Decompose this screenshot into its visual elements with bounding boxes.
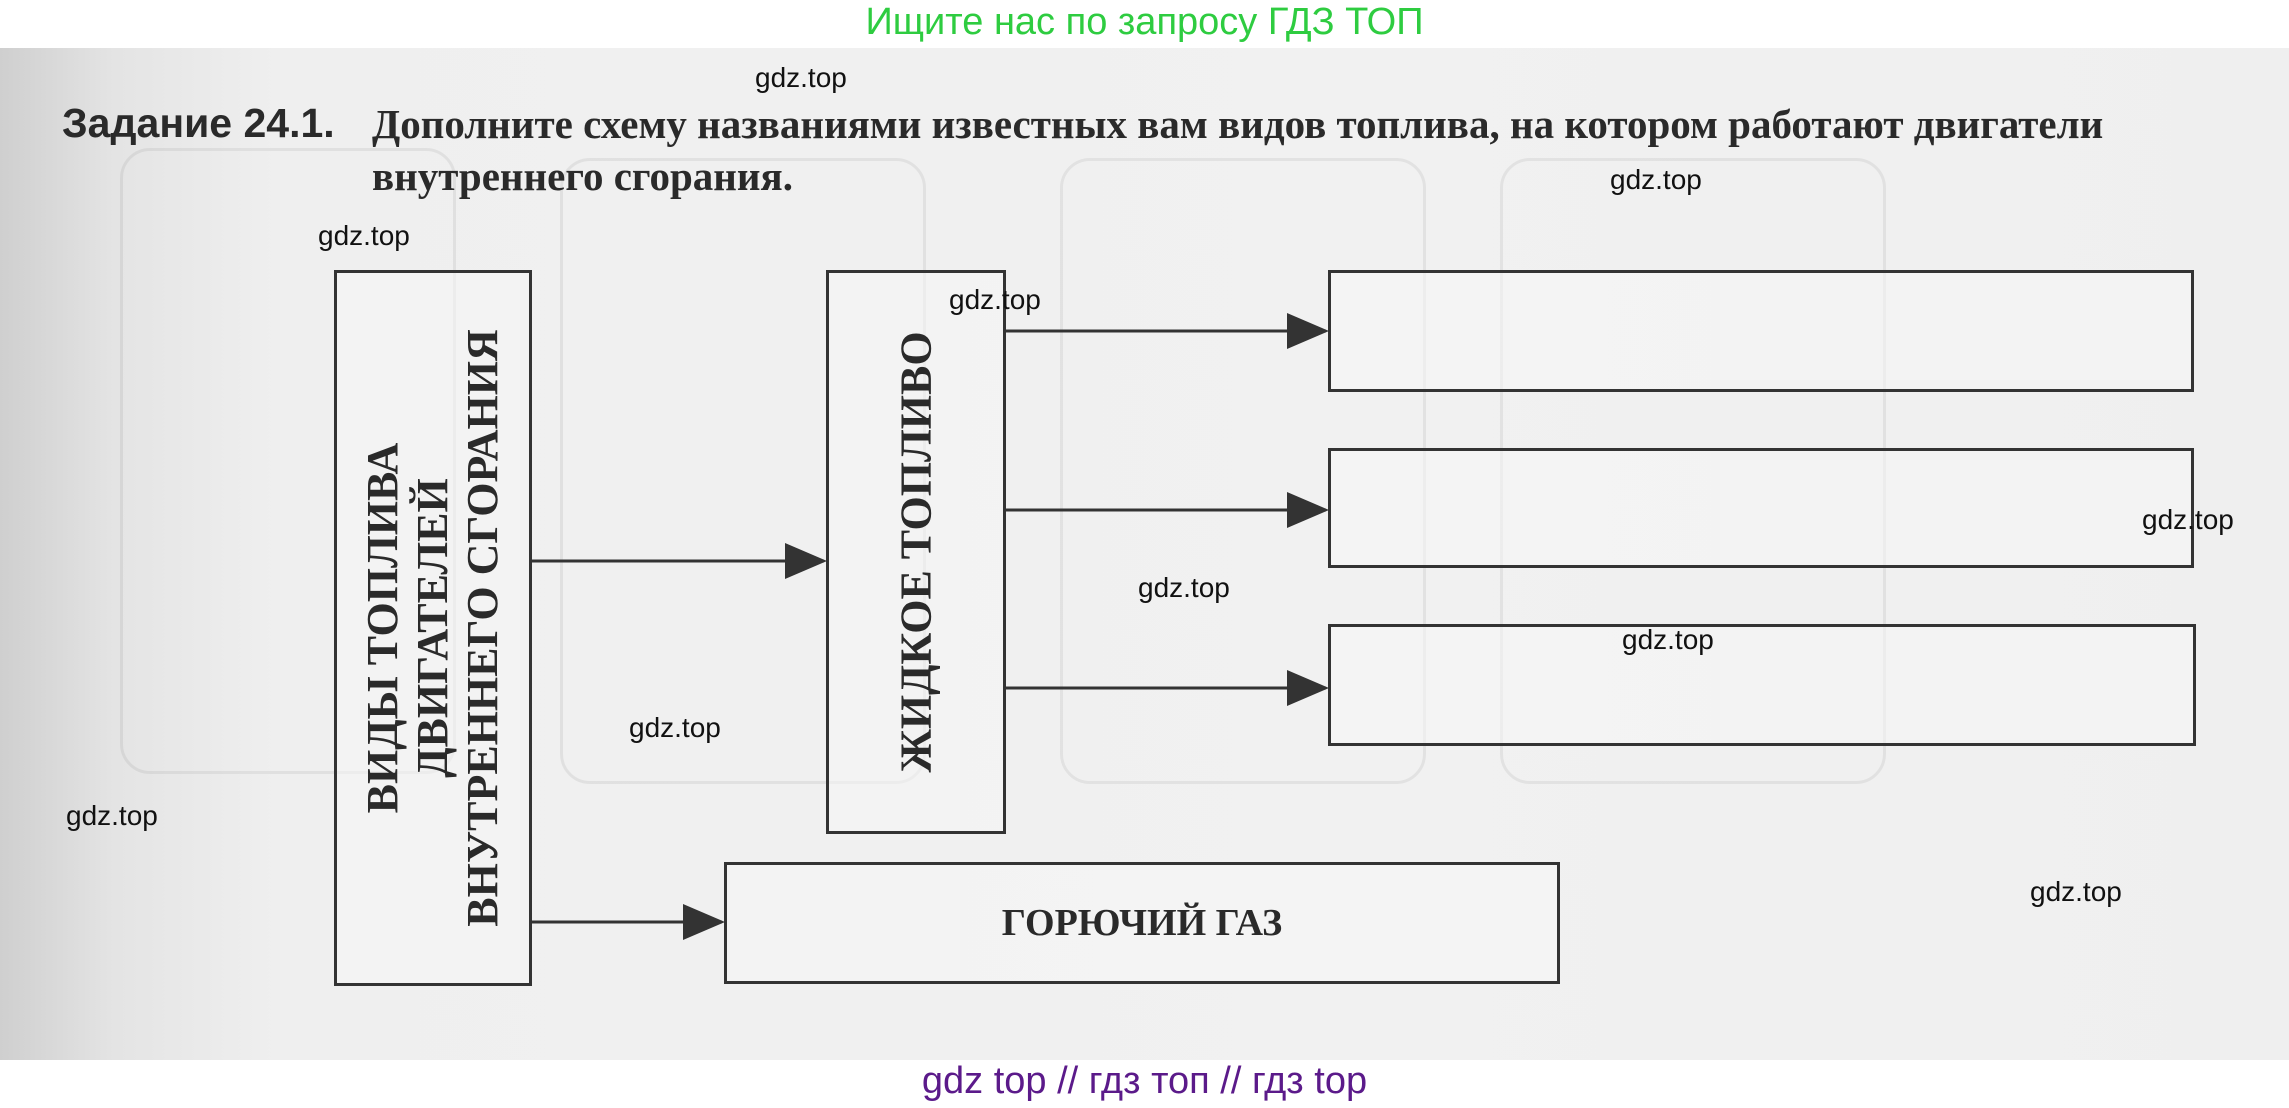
blank-answer-box-3[interactable]: [1328, 624, 2196, 746]
watermark: gdz.top: [1622, 624, 1714, 655]
main-fuel-types-box: ВИДЫ ТОПЛИВА ДВИГАТЕЛЕЙ ВНУТРЕННЕГО СГОР…: [334, 270, 532, 986]
bottom-banner[interactable]: gdz top // гдз топ // гдз top: [921, 1060, 1368, 1102]
combustible-gas-box: ГОРЮЧИЙ ГАЗ: [724, 862, 1560, 984]
task-text: Дополните схему названиями известных вам…: [372, 101, 2104, 199]
top-banner[interactable]: Ищите нас по запросу ГДЗ ТОП: [865, 1, 1424, 43]
watermark: gdz.top: [755, 62, 847, 93]
watermark: gdz.top: [949, 284, 1041, 315]
watermark: gdz.top: [66, 800, 158, 831]
blank-answer-box-1[interactable]: [1328, 270, 2194, 392]
watermark: gdz.top: [318, 220, 410, 251]
liquid-fuel-box: ЖИДКОЕ ТОПЛИВО: [826, 270, 1006, 834]
watermark: gdz.top: [1138, 572, 1230, 603]
watermark: gdz.top: [1610, 164, 1702, 195]
watermark: gdz.top: [629, 712, 721, 743]
task-heading: Задание 24.1.: [62, 100, 335, 146]
watermark: gdz.top: [2142, 504, 2234, 535]
watermark: gdz.top: [2030, 876, 2122, 907]
blank-answer-box-2[interactable]: [1328, 448, 2194, 568]
combustible-gas-label: ГОРЮЧИЙ ГАЗ: [1001, 902, 1283, 944]
